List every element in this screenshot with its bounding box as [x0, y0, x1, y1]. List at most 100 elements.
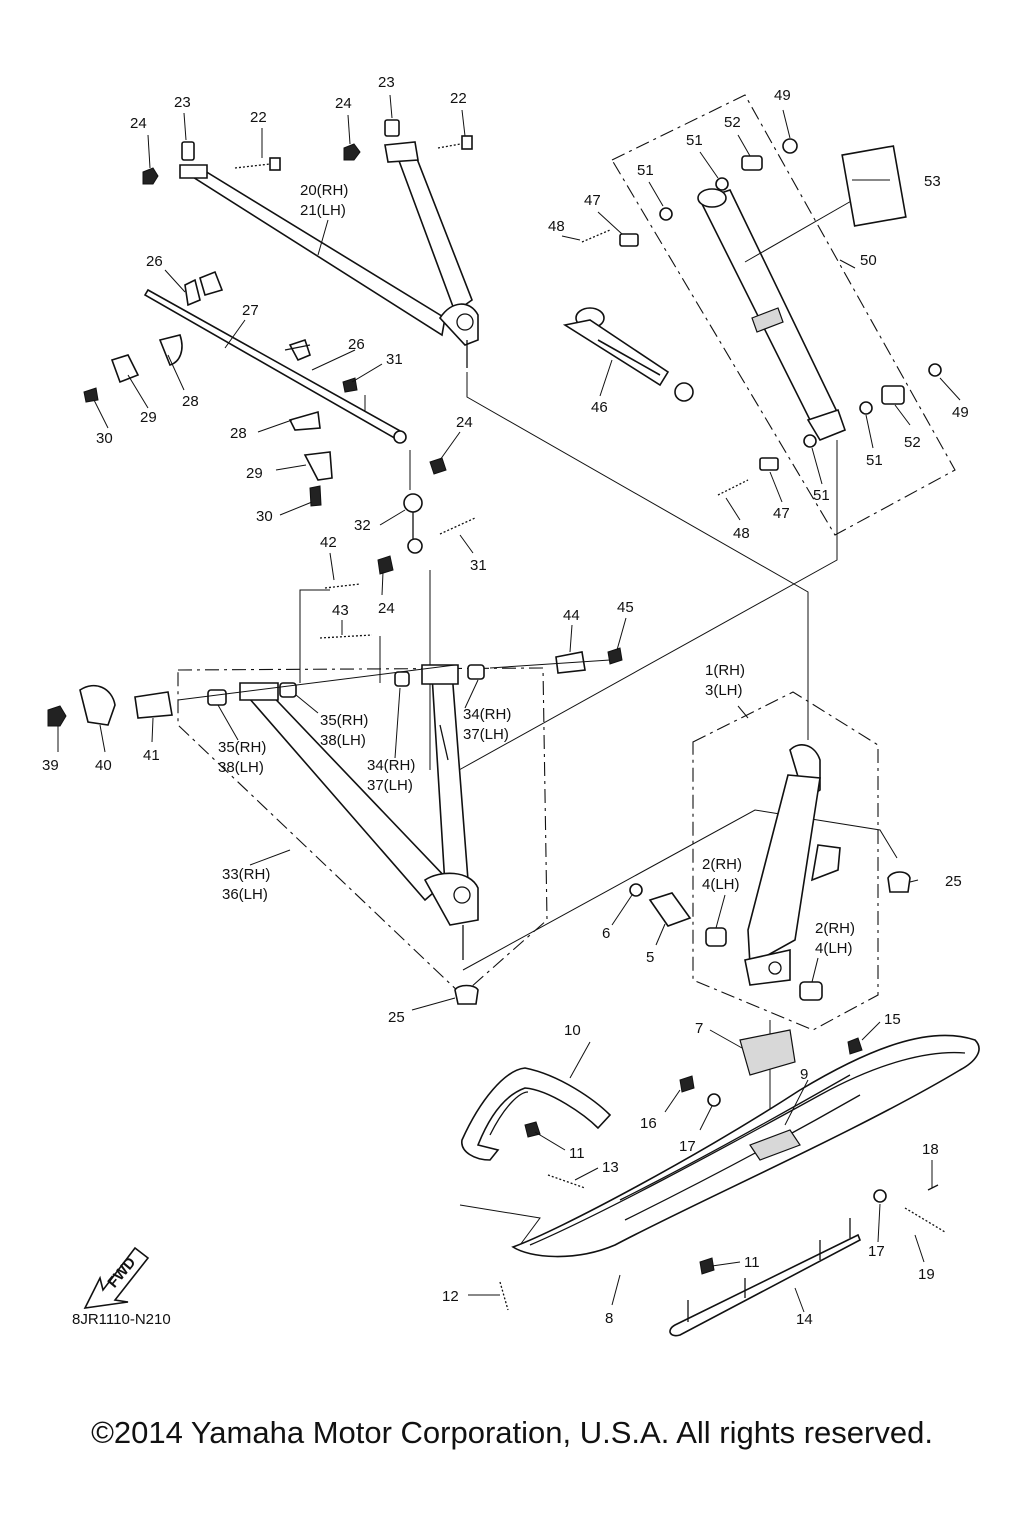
label-52-b: 52 — [904, 434, 921, 451]
label-25-b: 25 — [945, 873, 962, 890]
label-4-lh-a: 4(LH) — [702, 876, 740, 893]
label-26-a: 26 — [146, 253, 163, 270]
label-31-b: 31 — [470, 557, 487, 574]
label-28-a: 28 — [182, 393, 199, 410]
label-17-a: 17 — [679, 1138, 696, 1155]
label-22-b: 22 — [450, 90, 467, 107]
label-36-lh: 36(LH) — [222, 886, 268, 903]
label-22-a: 22 — [250, 109, 267, 126]
label-48-b: 48 — [733, 525, 750, 542]
label-9: 9 — [800, 1066, 808, 1083]
label-24-a: 24 — [130, 115, 147, 132]
label-8: 8 — [605, 1310, 613, 1327]
ski-hardware — [499, 1029, 946, 1311]
label-48-a: 48 — [548, 218, 565, 235]
label-38-lh-b: 38(LH) — [320, 732, 366, 749]
label-51-c: 51 — [866, 452, 883, 469]
label-47-b: 47 — [773, 505, 790, 522]
part-labels: 24 23 22 24 23 22 20(RH) 21(LH) 26 27 26… — [42, 74, 969, 1328]
label-31-a: 31 — [386, 351, 403, 368]
label-15: 15 — [884, 1011, 901, 1028]
label-29-a: 29 — [140, 409, 157, 426]
label-1-rh: 1(RH) — [705, 662, 745, 679]
label-16: 16 — [640, 1115, 657, 1132]
label-35-rh-b: 35(RH) — [320, 712, 368, 729]
shock-group-boundary — [611, 94, 956, 536]
label-52-a: 52 — [724, 114, 741, 131]
ski — [511, 1034, 980, 1258]
label-37-lh-a: 37(LH) — [367, 777, 413, 794]
label-34-rh-b: 34(RH) — [463, 706, 511, 723]
label-23-b: 23 — [378, 74, 395, 91]
nut-24-b — [343, 143, 361, 161]
label-10: 10 — [564, 1022, 581, 1039]
lower-a-arm — [239, 664, 479, 960]
nut-24-a — [142, 167, 159, 185]
label-33-rh: 33(RH) — [222, 866, 270, 883]
label-19: 19 — [918, 1266, 935, 1283]
label-28-b: 28 — [230, 425, 247, 442]
label-47-a: 47 — [584, 192, 601, 209]
label-2-rh-a: 2(RH) — [702, 856, 742, 873]
label-45: 45 — [617, 599, 634, 616]
label-5: 5 — [646, 949, 654, 966]
spindle-hardware — [454, 871, 911, 1005]
label-35-rh-a: 35(RH) — [218, 739, 266, 756]
label-4-lh-b: 4(LH) — [815, 940, 853, 957]
label-24-b: 24 — [335, 95, 352, 112]
label-50: 50 — [860, 252, 877, 269]
lower-arm-hardware — [47, 583, 623, 727]
runner-14 — [669, 1233, 862, 1337]
label-23-a: 23 — [174, 94, 191, 111]
label-43: 43 — [332, 602, 349, 619]
upper-a-arm — [179, 141, 479, 368]
label-40: 40 — [95, 757, 112, 774]
diagram-code: 8JR1110-N210 — [72, 1311, 171, 1328]
label-18: 18 — [922, 1141, 939, 1158]
label-26-b: 26 — [348, 336, 365, 353]
label-44: 44 — [563, 607, 580, 624]
label-21-lh: 21(LH) — [300, 202, 346, 219]
label-3-lh: 3(LH) — [705, 682, 743, 699]
label-30-b: 30 — [256, 508, 273, 525]
label-53 — [841, 145, 907, 227]
shock-absorber — [697, 188, 856, 441]
label-34-rh-a: 34(RH) — [367, 757, 415, 774]
label-51-b: 51 — [637, 162, 654, 179]
collar-23-b — [384, 119, 400, 137]
runner-studs — [687, 1218, 851, 1322]
label-41: 41 — [143, 747, 160, 764]
label-30-a: 30 — [96, 430, 113, 447]
label-37-lh-b: 37(LH) — [463, 726, 509, 743]
spindle-group-boundary — [692, 691, 879, 1031]
label-38-lh-a: 38(LH) — [218, 759, 264, 776]
fwd-arrow-icon: FWD — [83, 1246, 150, 1310]
label-24-c: 24 — [456, 414, 473, 431]
label-29-b: 29 — [246, 465, 263, 482]
label-27: 27 — [242, 302, 259, 319]
label-49-b: 49 — [952, 404, 969, 421]
label-39: 39 — [42, 757, 59, 774]
label-11-a: 11 — [569, 1145, 585, 1162]
shock-hardware — [581, 138, 942, 496]
label-53: 53 — [924, 173, 941, 190]
label-32: 32 — [354, 517, 371, 534]
bolt-22-b — [437, 135, 473, 150]
label-leaders — [57, 94, 961, 1313]
label-42: 42 — [320, 534, 337, 551]
label-11-b: 11 — [744, 1254, 760, 1271]
label-51-a: 51 — [686, 132, 703, 149]
label-17-b: 17 — [868, 1243, 885, 1260]
label-6: 6 — [602, 925, 610, 942]
label-2-rh-b: 2(RH) — [815, 920, 855, 937]
label-25-a: 25 — [388, 1009, 405, 1026]
label-51-d: 51 — [813, 487, 830, 504]
label-13: 13 — [602, 1159, 619, 1176]
link-32 — [377, 493, 476, 575]
steering-arm-46 — [562, 307, 694, 402]
bolt-22-a — [234, 157, 281, 171]
label-14: 14 — [796, 1311, 813, 1328]
label-46: 46 — [591, 399, 608, 416]
label-24-d: 24 — [378, 600, 395, 617]
